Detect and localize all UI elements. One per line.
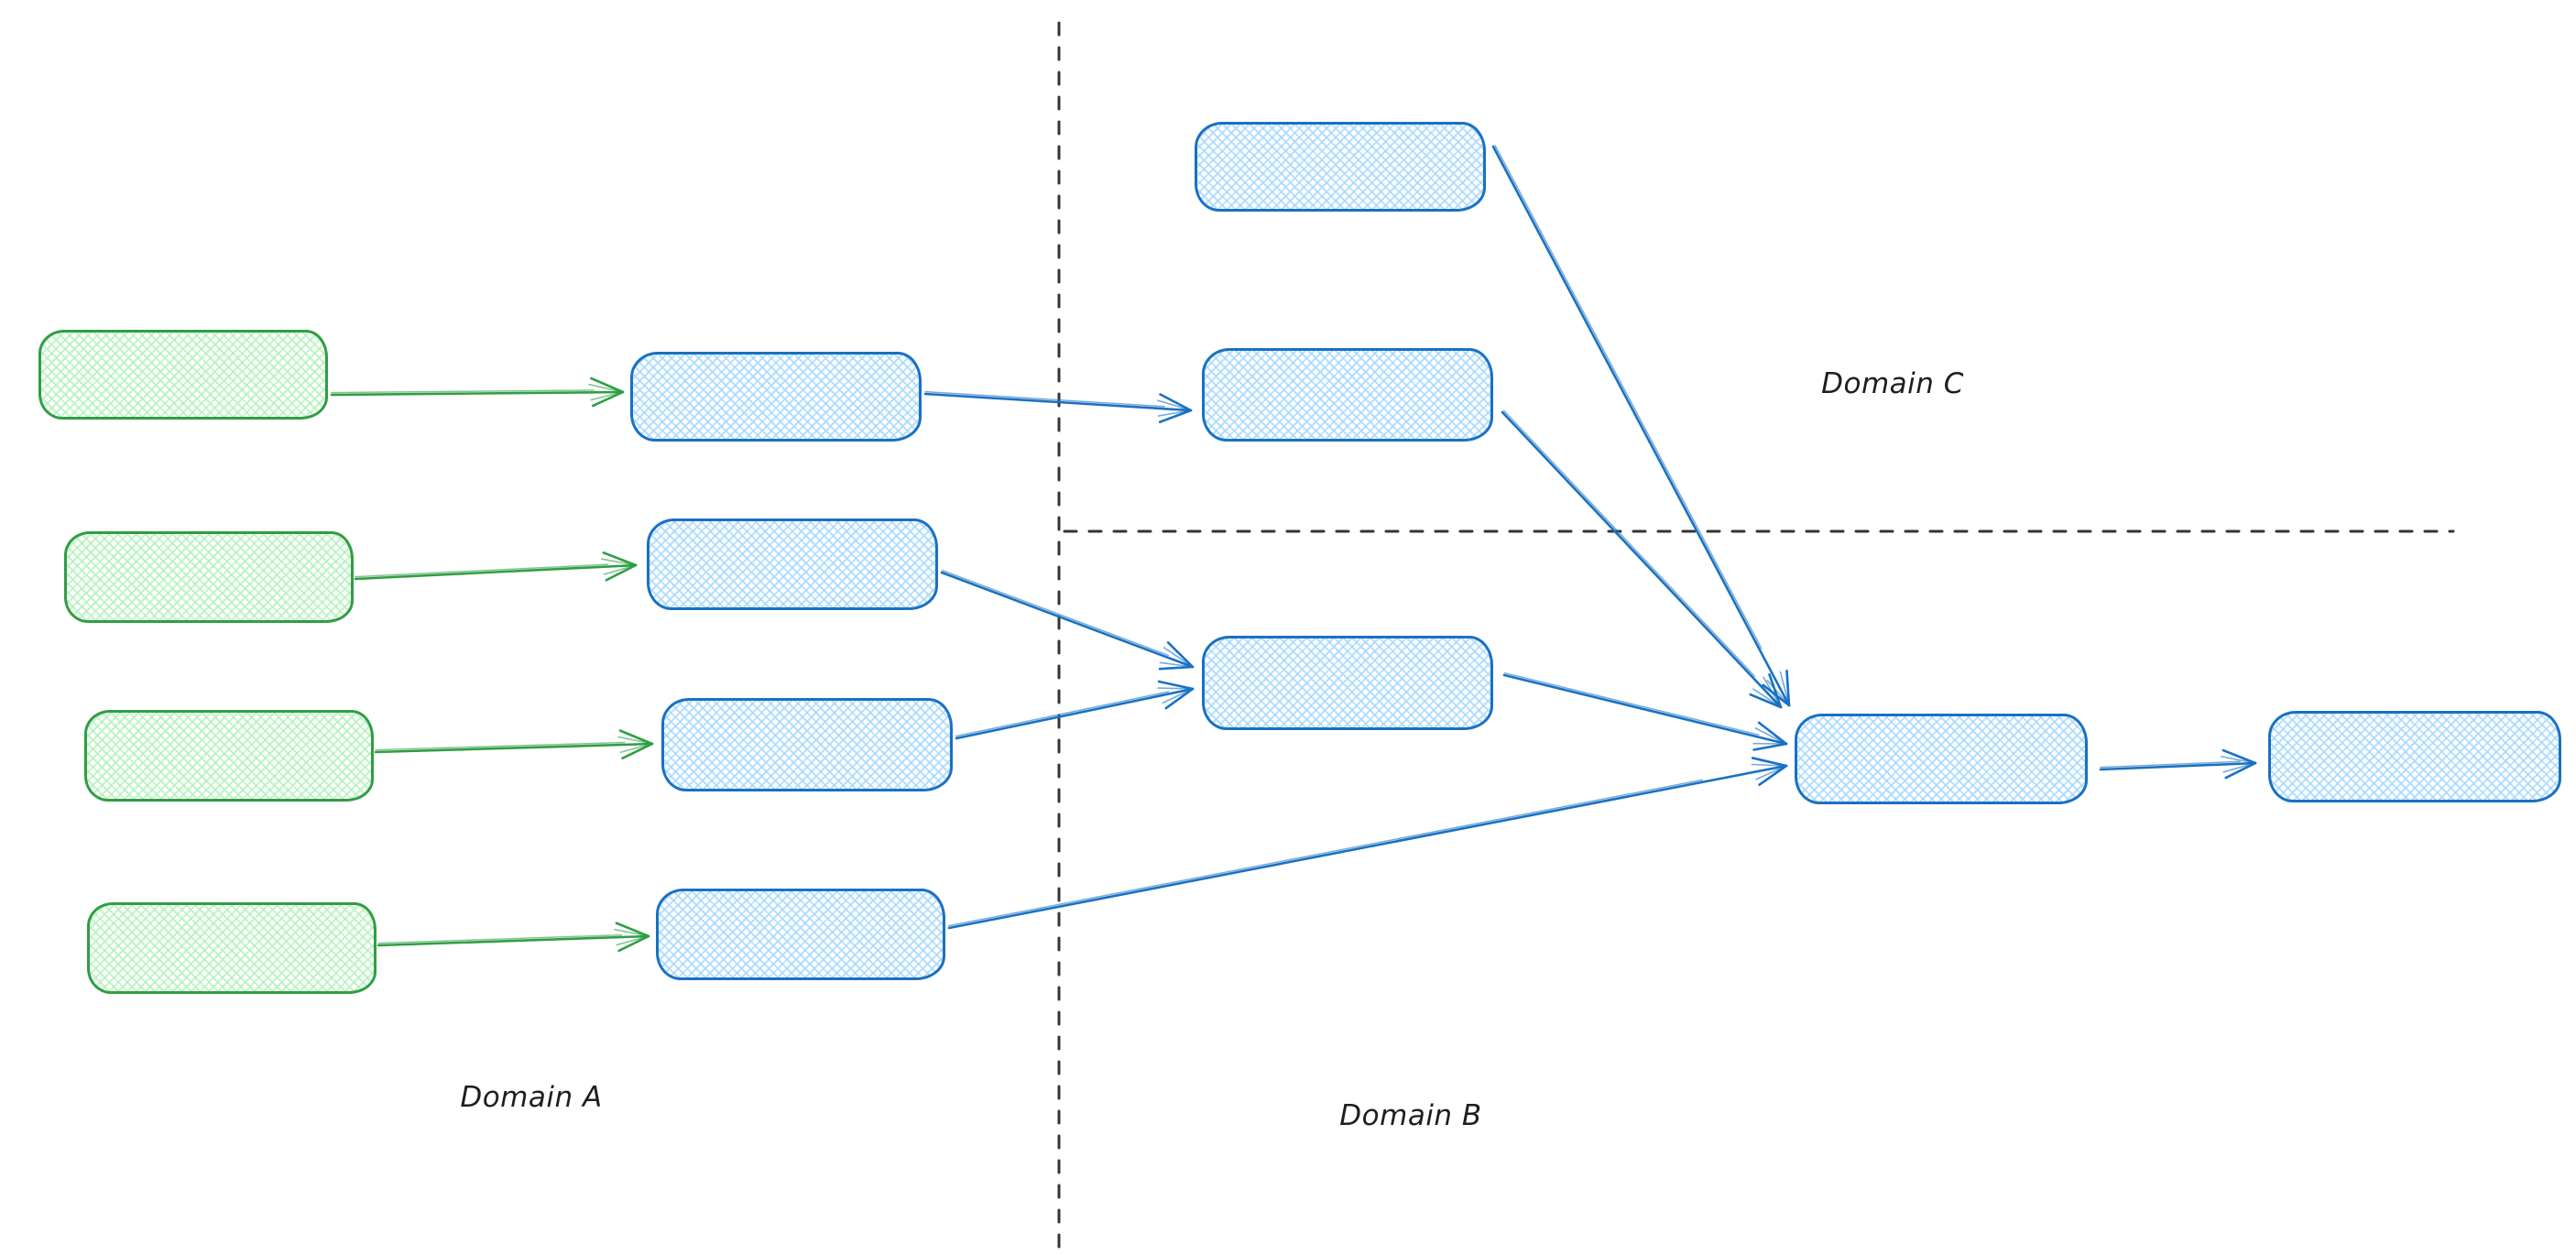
node-blue-a3 [661,698,953,791]
domain-b-label: Domain B [1339,1099,1482,1132]
node-blue-b2 [1202,348,1493,442]
domain-a-label: Domain A [460,1081,603,1114]
edge-green1-to-a1 [330,390,625,397]
node-green-3 [84,710,374,802]
edge-a4-to-c1 [947,764,1788,930]
node-green-1 [38,330,328,420]
edge-c1-to-c2 [2099,761,2257,771]
node-green-4 [87,902,377,994]
node-green-2 [64,531,354,623]
node-blue-b1 [1195,122,1486,212]
edge-b2-to-c1 [1501,410,1783,709]
edge-green3-to-a3 [374,742,654,754]
node-blue-c1 [1795,714,2088,804]
edge-green4-to-a4 [377,934,650,947]
node-blue-b3 [1202,636,1493,730]
edge-green2-to-a2 [354,563,638,581]
edge-a2-to-b3 [940,571,1195,669]
node-blue-a2 [647,518,938,610]
edge-b3-to-c1 [1502,673,1788,746]
edge-b1-to-c1 [1491,145,1791,707]
node-blue-c2 [2268,711,2561,802]
node-blue-a1 [630,352,922,442]
edge-a1-to-b2 [923,392,1193,412]
domain-c-label: Domain C [1821,367,1964,400]
node-blue-a4 [656,889,945,980]
edge-a3-to-b3 [955,687,1195,740]
